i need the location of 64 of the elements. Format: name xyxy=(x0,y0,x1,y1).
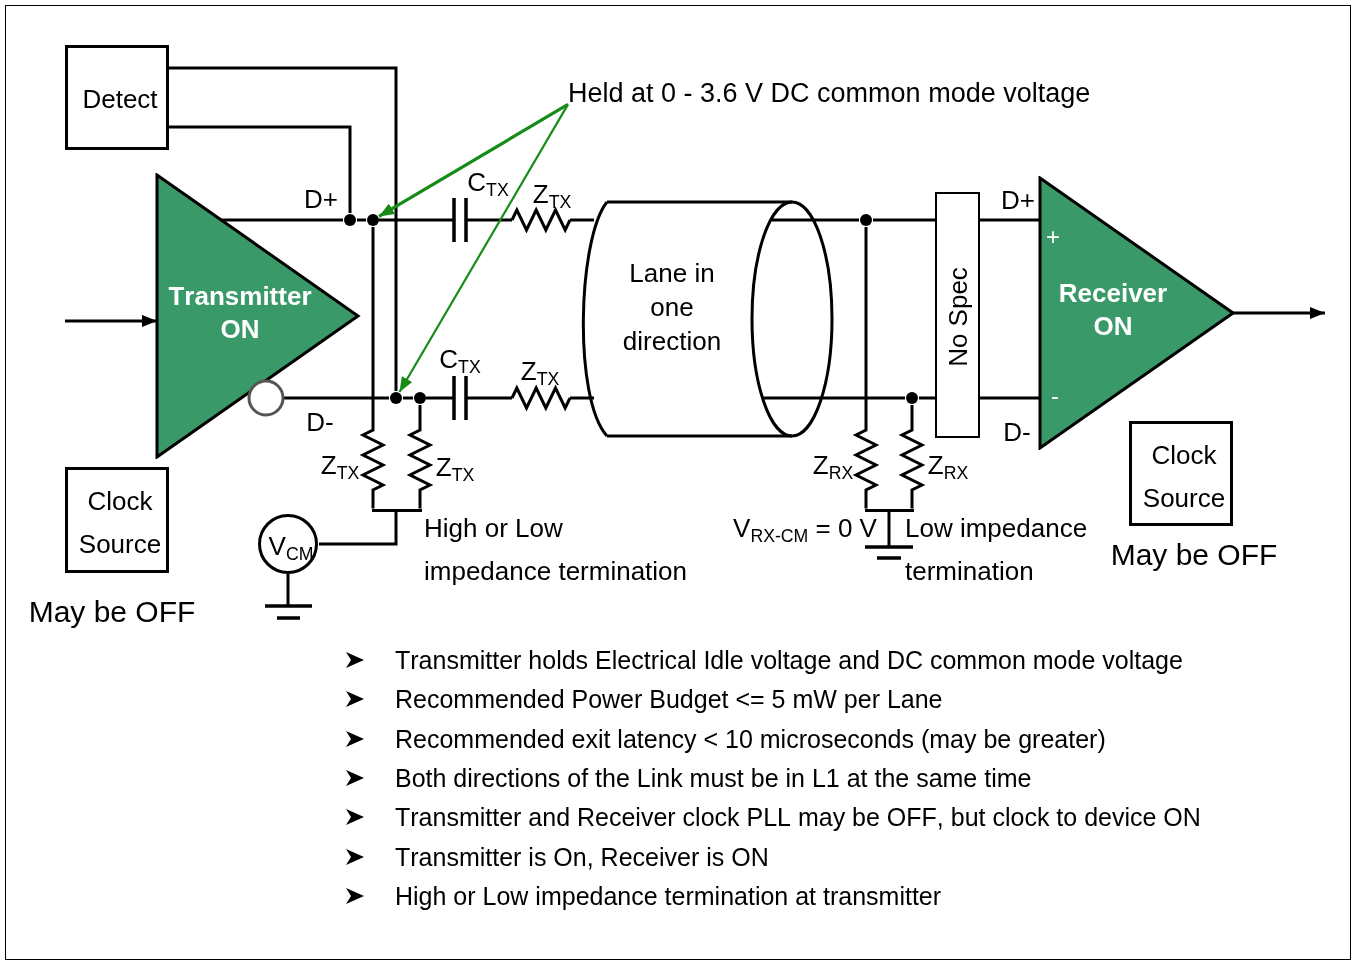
arrow xyxy=(1233,307,1325,319)
wire xyxy=(771,218,859,222)
cable-label: Lane in one direction xyxy=(621,257,723,358)
wire xyxy=(169,125,352,213)
wire xyxy=(403,396,413,400)
amplifier-label: Transmitter ON xyxy=(167,280,313,346)
wire xyxy=(319,511,398,546)
component-label: C$_{TX}$ xyxy=(439,345,481,375)
wire xyxy=(873,218,935,222)
bullet-text: Transmitter and Receiver clock PLL may be OFF, but clock to device ON xyxy=(395,802,1201,832)
component-label: Z$_{TX}$ xyxy=(532,180,572,210)
component-label: C$_{TX}$ xyxy=(467,168,509,198)
component-label: Z$_{TX}$ xyxy=(435,453,475,483)
polarity-sign: - xyxy=(1051,382,1059,410)
component-label: Z$_{RX}$ xyxy=(927,451,969,481)
status-note: May be OFF xyxy=(1110,537,1278,573)
resistor-branch xyxy=(898,405,926,509)
signal-label: D+ xyxy=(304,185,338,215)
wire xyxy=(221,218,343,222)
bullet-text: Recommended exit latency < 10 microseconds (may be greater) xyxy=(395,724,1106,753)
callout-text: Held at 0 - 3.6 V DC common mode voltage xyxy=(568,78,1091,110)
resistor-branch xyxy=(406,405,434,509)
bullet-text: Transmitter holds Electrical Idle voltage and DC common mode voltage xyxy=(395,645,1183,675)
block-label: Detect xyxy=(82,85,158,115)
signal-label: D- xyxy=(306,408,334,438)
polarity-sign: + xyxy=(1046,223,1060,251)
bus-bar xyxy=(371,508,422,512)
arrow xyxy=(65,314,157,327)
junction-dot-icon xyxy=(344,214,356,226)
wire xyxy=(283,396,389,400)
junction-dot-icon xyxy=(414,392,426,404)
bus-bar xyxy=(864,508,914,512)
wire xyxy=(763,396,905,400)
component-label: Z$_{TX}$ xyxy=(320,451,360,481)
status-note: May be OFF xyxy=(28,594,196,630)
block-label: No Spec xyxy=(944,267,974,367)
block-label: Clock Source xyxy=(1141,439,1227,515)
wire xyxy=(980,396,1040,400)
junction-dot-icon xyxy=(390,392,402,404)
bullet-text: Both directions of the Link must be in L1 at the same time xyxy=(395,763,1032,793)
signal-label: D- xyxy=(1003,418,1031,448)
leader-line xyxy=(378,103,569,218)
wire xyxy=(357,218,366,222)
component-label: Z$_{TX}$ xyxy=(520,357,560,387)
leader-line xyxy=(398,103,569,393)
wire xyxy=(919,396,935,400)
source-label: V$_{CM}$ xyxy=(268,532,314,562)
resistor-branch xyxy=(852,227,880,509)
junction-dot-icon xyxy=(860,214,872,226)
component-label: Z$_{RX}$ xyxy=(812,451,854,481)
bullet-text: High or Low impedance termination at transmitter xyxy=(395,881,942,911)
junction-dot-icon xyxy=(367,214,379,226)
annotation-text: High or Low impedance termination xyxy=(424,512,689,588)
resistor-branch xyxy=(359,227,387,509)
wire xyxy=(169,66,398,391)
bullet-text: Recommended Power Budget <= 5 mW per Lane xyxy=(395,684,943,714)
signal-label: D+ xyxy=(1001,186,1035,216)
amplifier-label: Receiver ON xyxy=(1057,277,1169,343)
wire xyxy=(980,218,1040,222)
block-label: Clock Source xyxy=(77,485,163,561)
voltage-label: V$_{RX-CM}$ = 0 V xyxy=(733,514,877,544)
bullet-text: Transmitter is On, Receiver is ON xyxy=(395,842,769,871)
annotation-text: Low impedance termination xyxy=(905,512,1089,588)
junction-dot-icon xyxy=(906,392,918,404)
